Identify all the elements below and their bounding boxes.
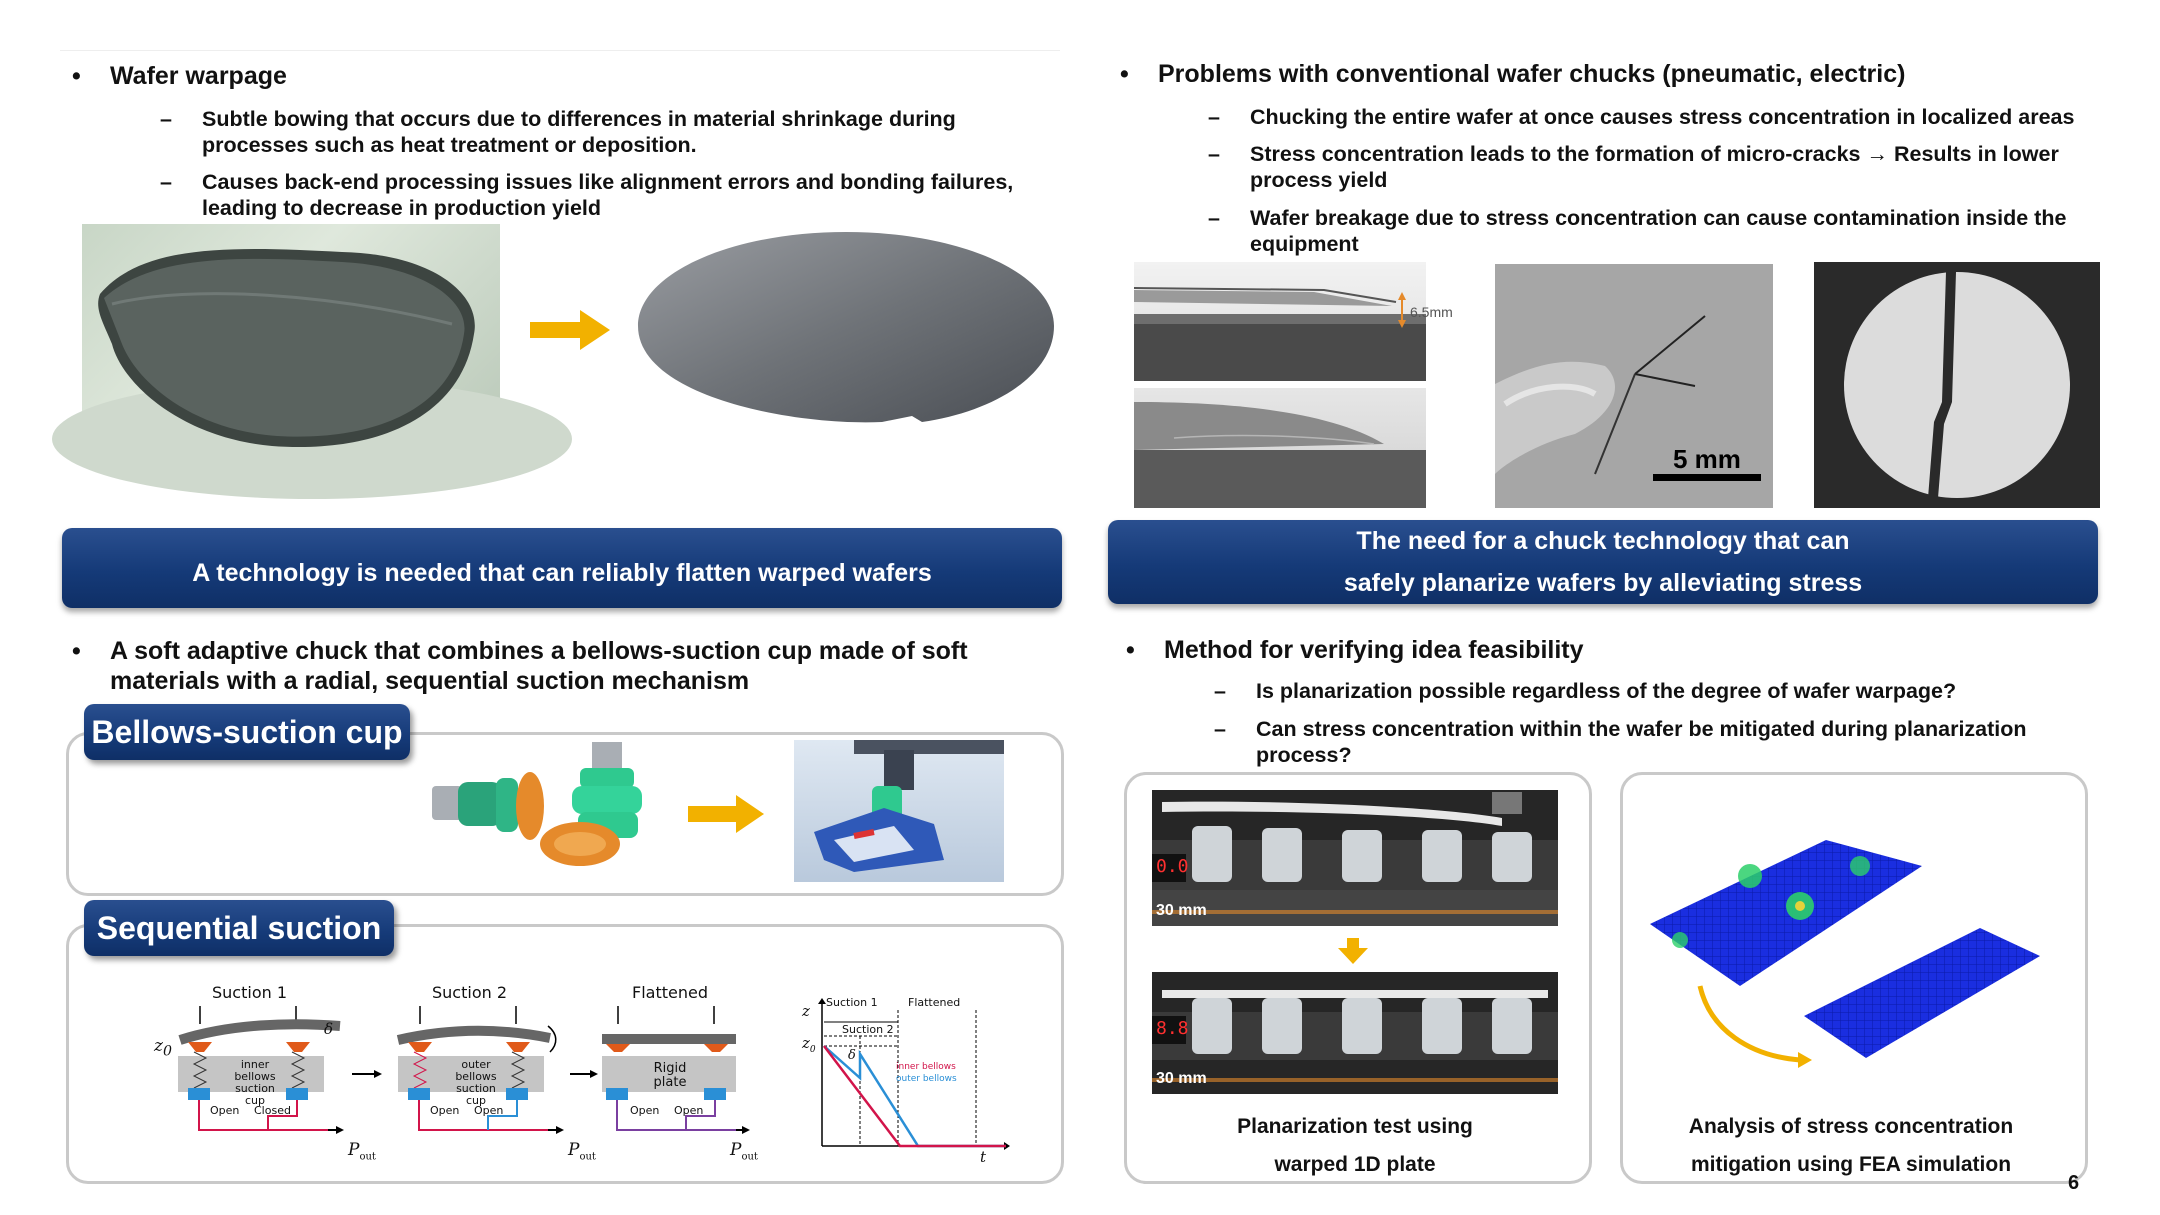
warpage-bullet-2: – Causes back-end processing issues like… xyxy=(160,170,1014,220)
tag-bellows-suction-cup: Bellows-suction cup xyxy=(84,704,410,760)
flattened-plate-photo: 8.8 30 mm xyxy=(1152,972,1558,1094)
displacement-plot: z t z0 δ Suction 1 Flattened Suction 2 i… xyxy=(800,996,1010,1166)
sequential-diagram: Suction 1 Suction 2 Flattened xyxy=(154,983,758,1163)
chuck-bullet-1: – Chucking the entire wafer at once caus… xyxy=(1208,105,2075,129)
chuck-bullet-3: – Wafer breakage due to stress concentra… xyxy=(1208,206,2067,256)
soft-chuck-heading: • A soft adaptive chuck that combines a … xyxy=(72,637,968,695)
chuck-bullet-2: – Stress concentration leads to the form… xyxy=(1208,142,2059,192)
flat-wafer-image xyxy=(638,232,1054,423)
tag-sequential-suction: Sequential suction xyxy=(84,900,394,956)
right-banner: The need for a chuck technology that can… xyxy=(1108,520,2098,604)
down-arrow-icon xyxy=(1338,938,1368,964)
fea-panel xyxy=(1620,772,2088,1184)
bellows-arrow-icon xyxy=(688,795,764,833)
chuck-bending-photo xyxy=(1134,388,1426,508)
warpage-arrow-icon xyxy=(530,310,610,350)
page-number: 6 xyxy=(2068,1172,2080,1194)
feasibility-bullet-1: – Is planarization possible regardless o… xyxy=(1214,679,1957,703)
bellows-cup-image xyxy=(432,742,642,866)
warped-wafer-photo xyxy=(52,224,572,499)
conventional-chucks-heading: •Problems with conventional wafer chucks… xyxy=(1120,60,1906,88)
feasibility-heading: •Method for verifying idea feasibility xyxy=(1126,636,1584,664)
feasibility-bullet-2: – Can stress concentration within the wa… xyxy=(1214,717,2027,767)
micro-crack-photo: 5 mm xyxy=(1495,264,1773,508)
top-rule xyxy=(60,50,1060,51)
warped-plate-photo: 0.0 30 mm xyxy=(1152,790,1558,926)
chuck-gap-photo: 6.5mm xyxy=(1133,262,1453,381)
planarization-caption: Planarization test using warped 1D plate xyxy=(1237,1115,1473,1176)
wafer-warpage-heading: •Wafer warpage xyxy=(72,62,287,90)
fea-simulation-image xyxy=(1650,840,2040,1068)
warpage-bullet-1: – Subtle bowing that occurs due to diffe… xyxy=(160,107,956,157)
broken-wafer-photo xyxy=(1814,262,2100,508)
left-banner: A technology is needed that can reliably… xyxy=(62,528,1062,608)
bellows-gripping-photo xyxy=(794,740,1004,882)
fea-caption: Analysis of stress concentration mitigat… xyxy=(1688,1115,2014,1176)
